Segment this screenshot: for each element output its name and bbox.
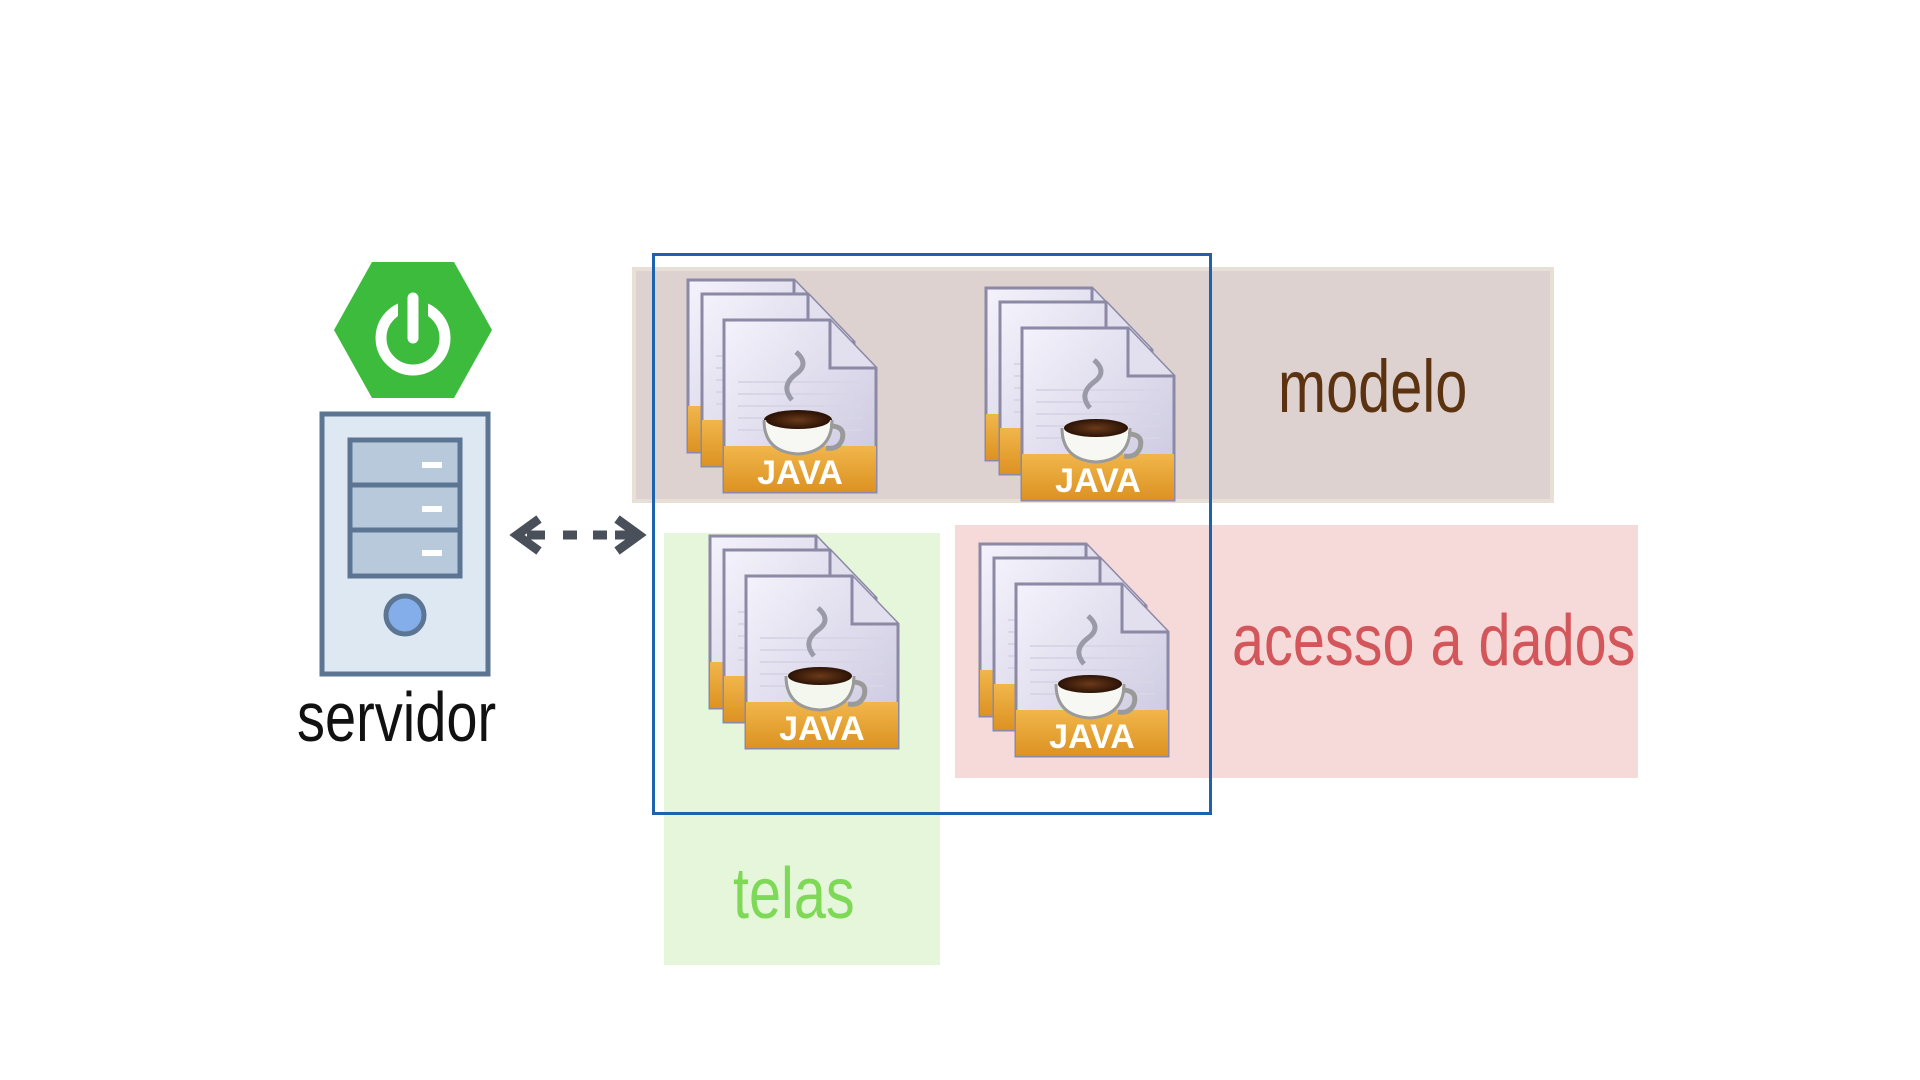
java-file-stack-icon: JAVA xyxy=(708,534,900,750)
java-badge-text: JAVA xyxy=(757,454,843,492)
java-badge-text: JAVA xyxy=(1055,462,1141,500)
java-file-stack-icon: JAVA xyxy=(984,286,1176,502)
telas-label: telas xyxy=(733,854,855,934)
acesso-dados-label: acesso a dados xyxy=(1232,601,1636,681)
modelo-label: modelo xyxy=(1278,345,1468,428)
bidirectional-dashed-arrow-icon xyxy=(509,515,647,555)
java-badge-text: JAVA xyxy=(779,710,865,748)
servidor-label: servidor xyxy=(297,678,497,756)
java-badge-text: JAVA xyxy=(1049,718,1135,756)
server-tower-icon xyxy=(319,262,492,677)
java-file-stack-icon: JAVA xyxy=(978,542,1170,758)
java-file-stack-icon: JAVA xyxy=(686,278,878,494)
application-boundary-box xyxy=(652,253,1212,815)
spring-power-icon xyxy=(334,262,492,398)
